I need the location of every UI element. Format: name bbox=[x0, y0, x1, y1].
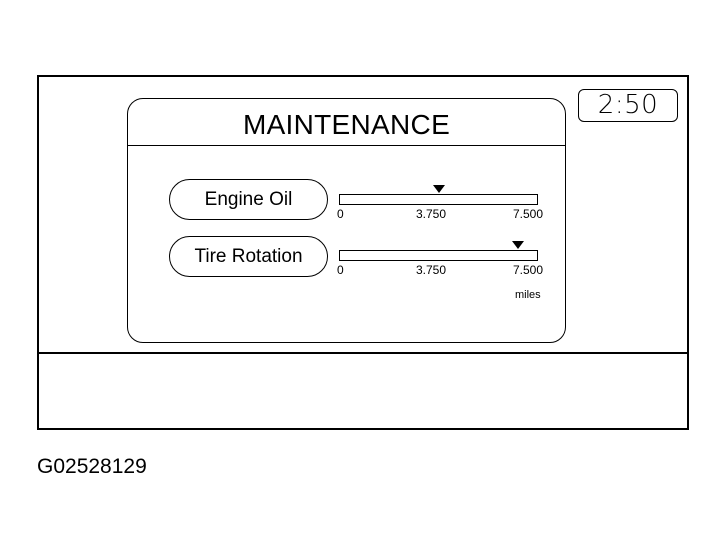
engine-oil-marker-icon bbox=[432, 185, 445, 193]
engine-oil-progress-bar bbox=[339, 194, 538, 205]
tire-rotation-tick-mid: 3.750 bbox=[416, 263, 447, 277]
tire-rotation-progress-bar bbox=[339, 250, 538, 261]
engine-oil-tick-max: 7.500 bbox=[513, 207, 544, 221]
display-screen: 2:50 MAINTENANCE Engine Oil 0 3.750 7.50… bbox=[37, 75, 689, 430]
panel-title-divider bbox=[128, 145, 565, 146]
distance-unit-label: miles bbox=[515, 289, 541, 301]
tire-rotation-marker-icon bbox=[512, 241, 525, 249]
panel-title: MAINTENANCE bbox=[242, 109, 451, 140]
engine-oil-tick-min: 0 bbox=[337, 207, 344, 221]
screen-divider bbox=[39, 352, 687, 354]
engine-oil-tick-mid: 3.750 bbox=[416, 207, 447, 221]
tire-rotation-tick-min: 0 bbox=[337, 263, 344, 277]
maintenance-panel: MAINTENANCE Engine Oil 0 3.750 7.500 Tir… bbox=[127, 98, 566, 343]
clock-display: 2:50 bbox=[578, 89, 678, 122]
figure-id: G02528129 bbox=[37, 455, 147, 478]
engine-oil-button[interactable]: Engine Oil bbox=[169, 179, 328, 220]
tire-rotation-button[interactable]: Tire Rotation bbox=[169, 236, 328, 277]
tire-rotation-tick-max: 7.500 bbox=[513, 263, 544, 277]
